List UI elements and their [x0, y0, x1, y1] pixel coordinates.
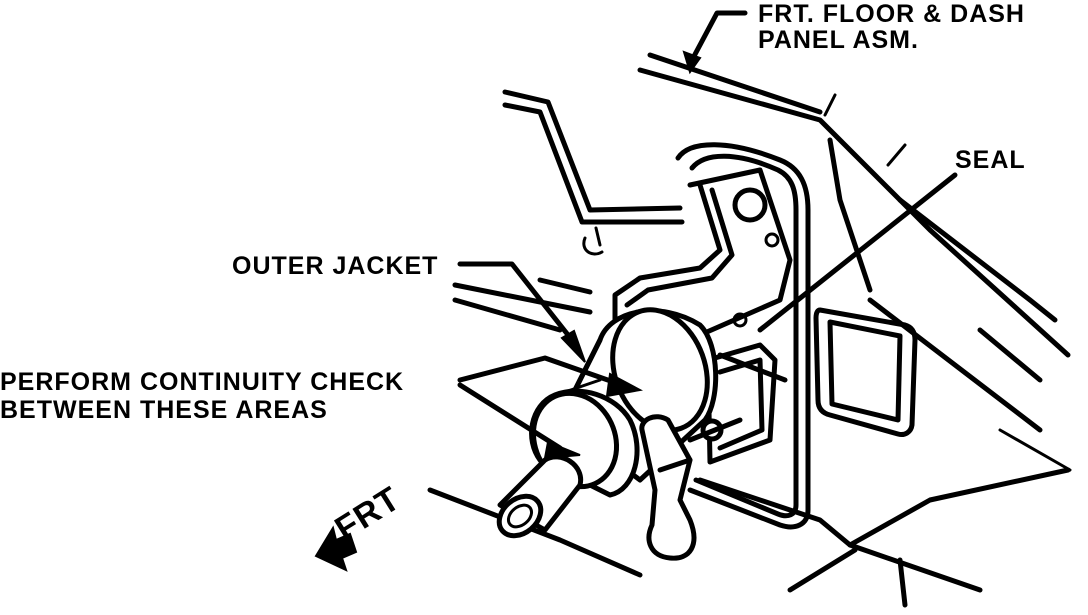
lock-housing: [529, 388, 640, 498]
column-bracket: [687, 342, 778, 465]
continuity-label-line1: PERFORM CONTINUITY CHECK: [0, 368, 405, 396]
outer-jacket-label: OUTER JACKET: [232, 252, 439, 280]
seal-window: [813, 307, 918, 437]
tilt-lever: [639, 414, 697, 561]
seal-label: SEAL: [955, 146, 1026, 174]
floor-panel-label-line1: FRT. FLOOR & DASH: [758, 0, 1025, 28]
continuity-label-line2: BETWEEN THESE AREAS: [0, 396, 328, 424]
mounting-plate: [612, 142, 811, 530]
continuity-leaders: [457, 355, 644, 460]
outer-jacket-leader: [457, 261, 586, 363]
upper-bracket: [502, 89, 685, 256]
floor-lines: [427, 277, 1071, 608]
floor-panel-label-line2: PANEL ASM.: [758, 26, 919, 54]
seal-leader: [717, 172, 958, 383]
front-arrow-icon: [314, 525, 358, 572]
floor-panel-leader: [682, 10, 748, 75]
shaft-end: [496, 454, 584, 539]
